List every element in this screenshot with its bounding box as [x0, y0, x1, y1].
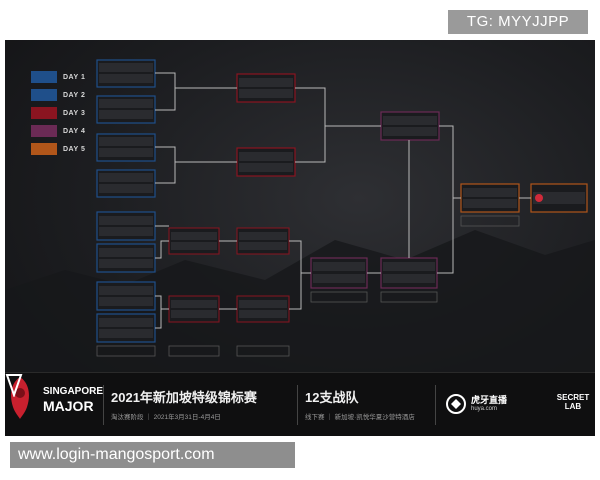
lower-r3-match-1: [236, 227, 290, 255]
legend-label: DAY 3: [63, 109, 86, 117]
lower-r1-match-1: [96, 211, 156, 241]
legend-day-4: DAY 4: [31, 122, 85, 140]
day-legend: DAY 1 DAY 2 DAY 3 DAY 4 DAY 5: [31, 68, 85, 158]
legend-swatch: [31, 107, 57, 119]
bracket-poster: DAY 1 DAY 2 DAY 3 DAY 4 DAY 5 SINGAPORE …: [5, 40, 595, 436]
lower-r1-match-4: [96, 313, 156, 343]
secretlab-name: SECRET LAB: [556, 393, 590, 411]
bracket-connectors: [155, 72, 531, 329]
lower-r1-match-3: [96, 281, 156, 311]
grand-final-match: [460, 183, 520, 213]
legend-day-3: DAY 3: [31, 104, 85, 122]
legend-label: DAY 1: [63, 73, 86, 81]
watermark-top: TG: MYYJJPP: [448, 10, 588, 34]
lower-r2-match-2: [168, 295, 220, 323]
venue-info: 线下赛 ｜ 新加坡·凯悦华夏沙营特酒店: [305, 414, 415, 421]
lower-r3-match-2: [236, 295, 290, 323]
footer-divider: [103, 385, 104, 425]
poster-footer: SINGAPORE MAJOR 2021年新加坡特级锦标赛 淘汰赛阶段 ｜ 20…: [5, 372, 595, 436]
upper-r1-match-4: [96, 169, 156, 198]
legend-day-5: DAY 5: [31, 140, 85, 158]
upper-r2-match-2: [236, 147, 296, 177]
legend-label: DAY 4: [63, 127, 86, 135]
huya-url: huya.com: [471, 406, 498, 412]
lower-final-match: [380, 257, 438, 289]
footer-divider: [297, 385, 298, 425]
legend-day-2: DAY 2: [31, 86, 85, 104]
lower-r1-match-2: [96, 243, 156, 273]
logo-singapore-text: SINGAPORE: [43, 386, 104, 397]
legend-swatch: [31, 71, 57, 83]
teams-count: 12支战队: [305, 390, 359, 405]
upper-r1-match-2: [96, 95, 156, 124]
huya-name: 虎牙直播: [471, 395, 508, 405]
legend-label: DAY 5: [63, 145, 86, 153]
legend-swatch: [31, 89, 57, 101]
footer-divider: [435, 385, 436, 425]
lower-r2-match-1: [168, 227, 220, 255]
upper-r1-match-1: [96, 59, 156, 88]
upper-r1-match-3: [96, 133, 156, 162]
upper-r2-match-1: [236, 73, 296, 103]
legend-label: DAY 2: [63, 91, 86, 99]
logo-major-text: MAJOR: [43, 398, 94, 414]
legend-swatch: [31, 125, 57, 137]
huya-logo-icon: [446, 394, 466, 414]
legend-swatch: [31, 143, 57, 155]
bracket-diagram: [5, 59, 595, 372]
upper-final-match: [380, 111, 440, 141]
legend-day-1: DAY 1: [31, 68, 85, 86]
champion-box: [530, 183, 588, 213]
round-caption-boxes: [96, 215, 520, 357]
secretlab-logo-icon: [5, 374, 23, 397]
event-title: 2021年新加坡特级锦标赛: [111, 390, 257, 405]
lower-r4-match: [310, 257, 368, 289]
watermark-bottom: www.login-mangosport.com: [10, 442, 295, 468]
singapore-major-logo-icon: [11, 377, 29, 419]
event-info: 淘汰赛阶段 ｜ 2021年3月31日-4月4日: [111, 414, 221, 421]
